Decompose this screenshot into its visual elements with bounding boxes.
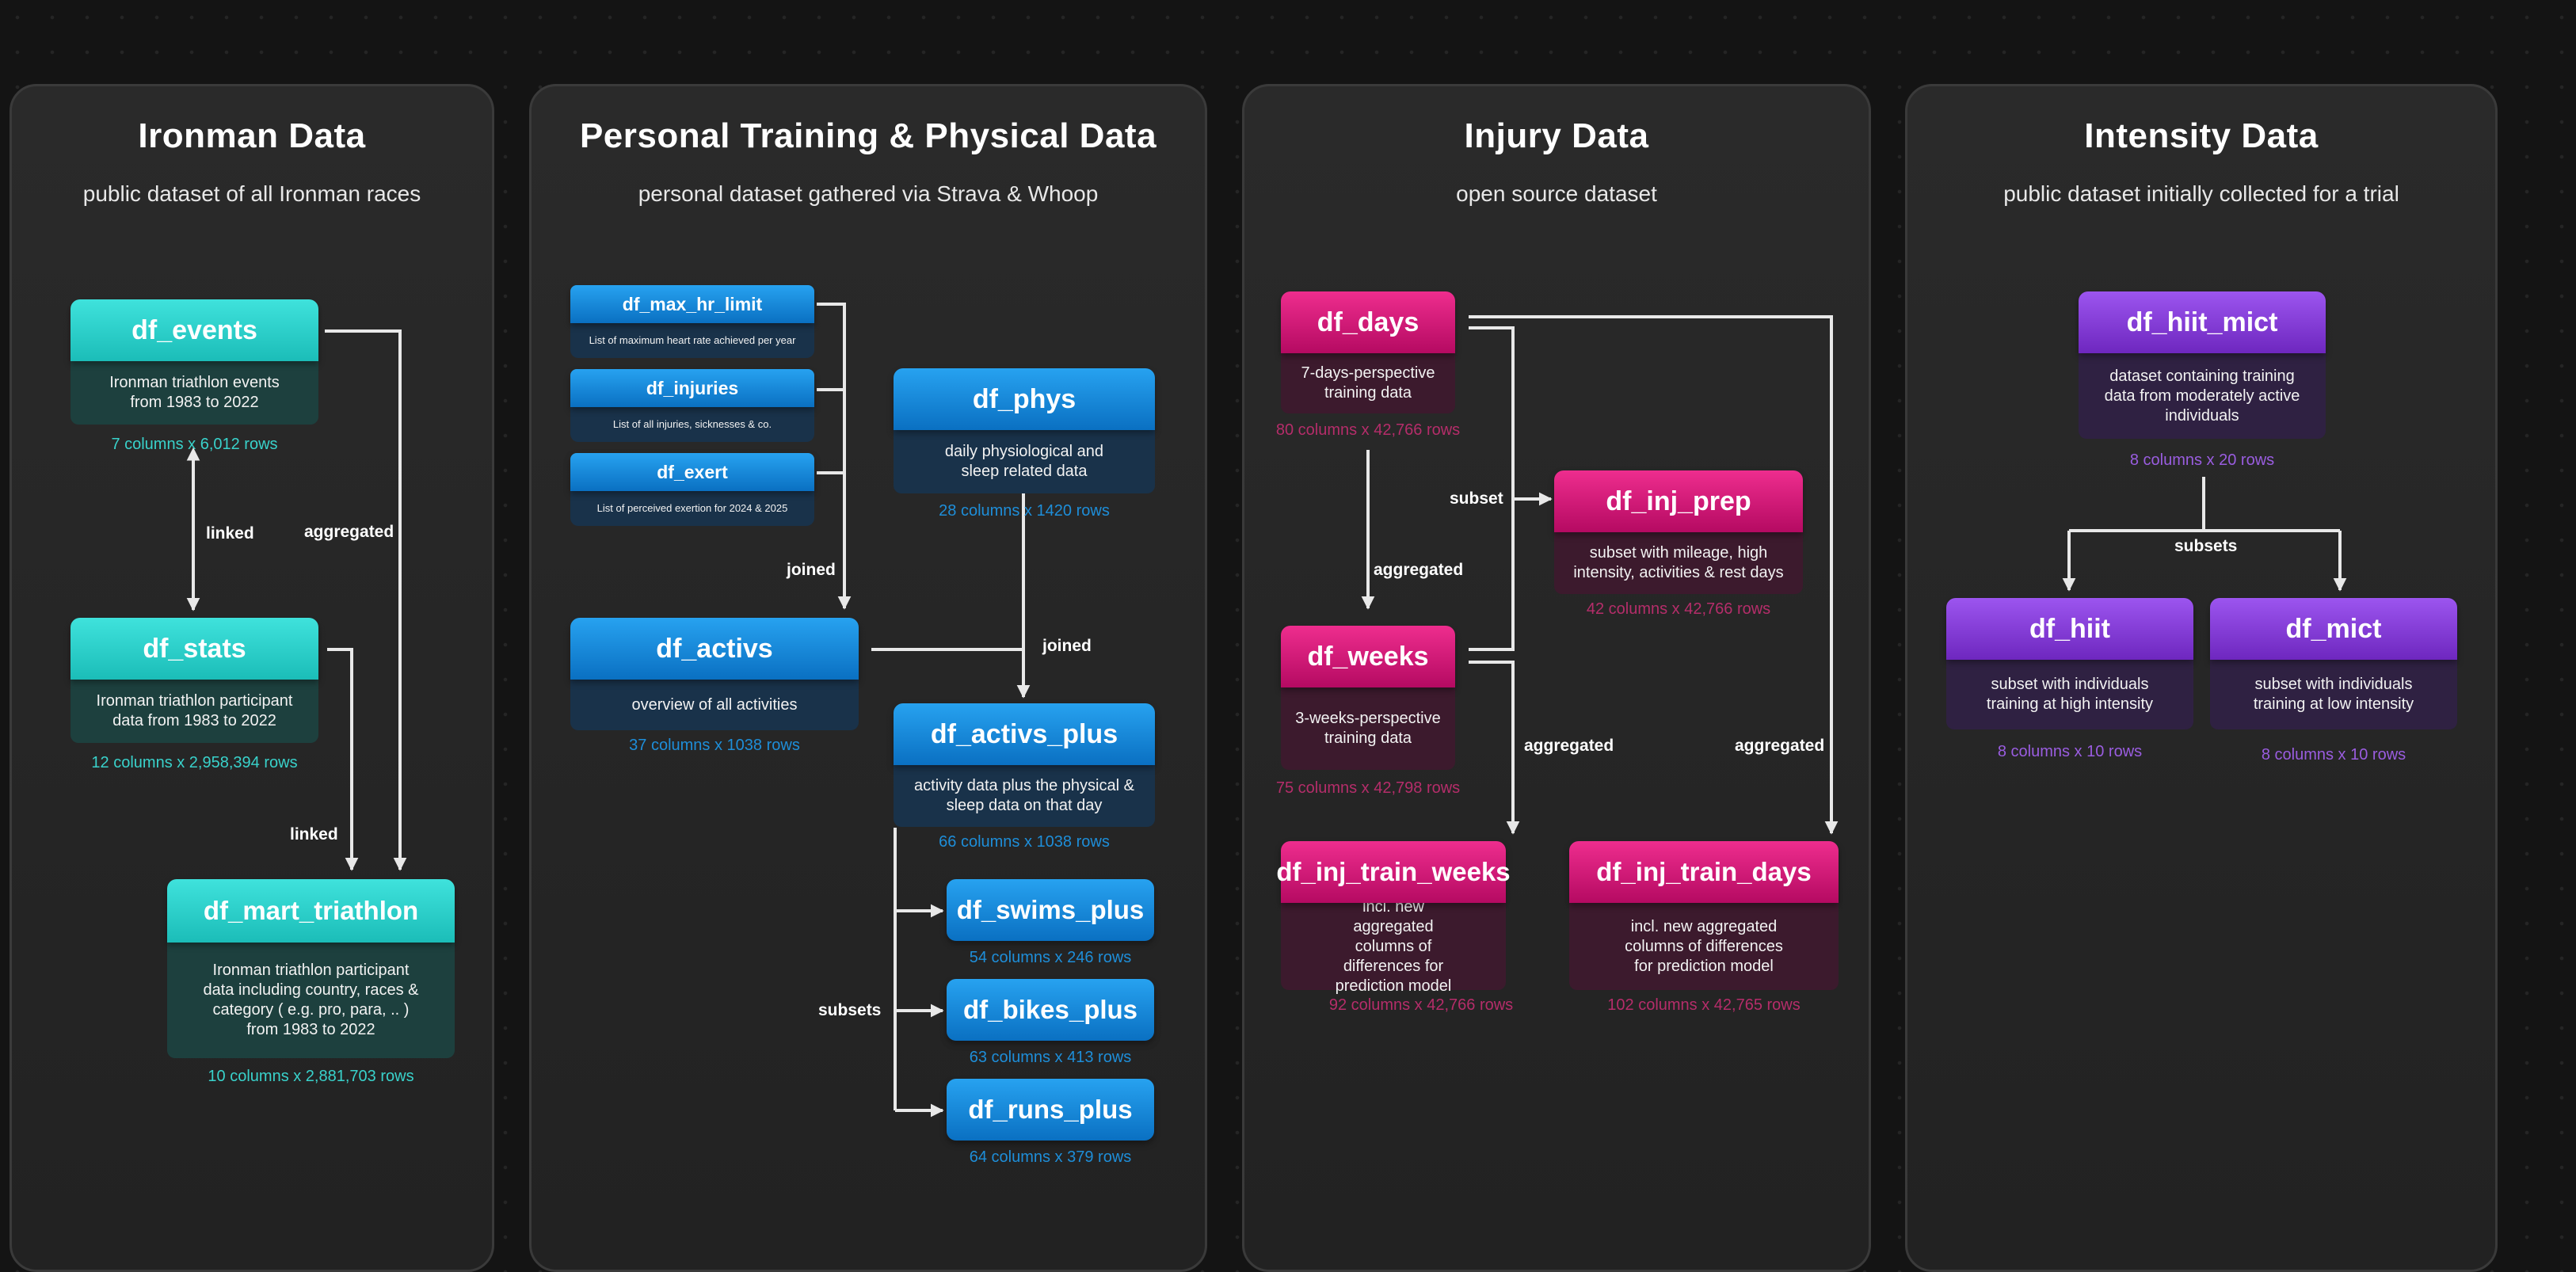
node-description: incl. new aggregated columns of differen…	[1569, 903, 1839, 990]
node-df-stats[interactable]: df_stats Ironman triathlon participant d…	[70, 618, 318, 743]
node-description: subset with individuals training at low …	[2210, 660, 2457, 729]
node-meta: 10 columns x 2,881,703 rows	[208, 1068, 414, 1085]
node-description: 3-weeks-perspective training data	[1281, 687, 1455, 770]
node-df-bikes-plus[interactable]: df_bikes_plus	[947, 979, 1154, 1041]
node-df-inj-train-days[interactable]: df_inj_train_days incl. new aggregated c…	[1569, 841, 1839, 990]
node-df-hiit[interactable]: df_hiit subset with individuals training…	[1946, 598, 2193, 729]
node-df-activs-plus[interactable]: df_activs_plus activity data plus the ph…	[894, 703, 1155, 827]
edge-label-joined: joined	[787, 561, 836, 579]
node-description: List of perceived exertion for 2024 & 20…	[570, 491, 814, 526]
edge-label-aggregated: aggregated	[1374, 561, 1464, 579]
panel-subtitle: public dataset of all Ironman races	[82, 181, 421, 206]
panel-title: Ironman Data	[138, 116, 366, 155]
panel-title: Injury Data	[1464, 116, 1649, 155]
node-meta: 8 columns x 10 rows	[1997, 743, 2143, 760]
panel-title: Intensity Data	[2084, 116, 2319, 155]
node-title: df_activs_plus	[894, 703, 1155, 765]
node-df-exert[interactable]: df_exert List of perceived exertion for …	[570, 453, 814, 526]
node-description: Ironman triathlon participant data from …	[70, 680, 318, 743]
edge-label-subsets: subsets	[2174, 537, 2238, 555]
node-description: dataset containing training data from mo…	[2079, 353, 2326, 439]
node-description: 7-days-perspective training data	[1281, 353, 1455, 413]
node-description: List of maximum heart rate achieved per …	[570, 323, 814, 358]
node-df-swims-plus[interactable]: df_swims_plus	[947, 879, 1154, 941]
panel-title: Personal Training & Physical Data	[579, 116, 1157, 155]
node-title: df_hiit	[1946, 598, 2193, 660]
node-df-mart-triathlon[interactable]: df_mart_triathlon Ironman triathlon part…	[167, 879, 455, 1058]
node-title: df_exert	[570, 453, 814, 491]
node-description: activity data plus the physical & sleep …	[894, 765, 1155, 827]
node-meta: 7 columns x 6,012 rows	[111, 436, 278, 453]
node-title: df_phys	[894, 368, 1155, 430]
node-title: df_hiit_mict	[2079, 291, 2326, 353]
node-df-inj-train-weeks[interactable]: df_inj_train_weeks incl. new aggregated …	[1276, 841, 1511, 995]
panel-subtitle: open source dataset	[1456, 181, 1657, 206]
node-description: overview of all activities	[570, 680, 859, 730]
node-meta: 12 columns x 2,958,394 rows	[91, 754, 298, 771]
node-title: df_mict	[2210, 598, 2457, 660]
node-df-days[interactable]: df_days 7-days-perspective training data	[1281, 291, 1455, 413]
node-title: df_events	[70, 299, 318, 361]
edge-label-joined: joined	[1042, 637, 1092, 655]
node-description: incl. new aggregated columns of differen…	[1281, 898, 1506, 995]
node-meta: 75 columns x 42,798 rows	[1275, 779, 1461, 797]
node-title: df_weeks	[1281, 626, 1455, 687]
node-description: daily physiological and sleep related da…	[894, 430, 1155, 493]
node-description: List of all injuries, sicknesses & co.	[570, 407, 814, 442]
node-df-weeks[interactable]: df_weeks 3-weeks-perspective training da…	[1281, 626, 1455, 770]
node-title: df_activs	[570, 618, 859, 680]
node-title: df_days	[1281, 291, 1455, 353]
node-meta: 80 columns x 42,766 rows	[1275, 421, 1461, 439]
node-meta: 63 columns x 413 rows	[969, 1049, 1132, 1066]
node-meta: 28 columns x 1420 rows	[939, 502, 1110, 520]
node-description: subset with mileage, high intensity, act…	[1554, 532, 1803, 594]
node-title: df_stats	[70, 618, 318, 680]
node-meta: 102 columns x 42,765 rows	[1607, 996, 1801, 1014]
node-meta: 66 columns x 1038 rows	[939, 833, 1110, 851]
node-title: df_swims_plus	[947, 879, 1154, 941]
node-meta: 8 columns x 10 rows	[2261, 746, 2406, 764]
node-meta: 8 columns x 20 rows	[2129, 451, 2275, 469]
edge-label-subset: subset	[1450, 489, 1503, 508]
node-description: Ironman triathlon participant data inclu…	[167, 943, 455, 1058]
panel-subtitle: public dataset initially collected for a…	[2003, 181, 2399, 206]
node-description: subset with individuals training at high…	[1946, 660, 2193, 729]
node-meta: 42 columns x 42,766 rows	[1586, 600, 1771, 618]
node-meta: 64 columns x 379 rows	[969, 1148, 1132, 1166]
node-title: df_mart_triathlon	[167, 879, 455, 943]
node-df-events[interactable]: df_events Ironman triathlon events from …	[70, 299, 318, 425]
edge-label-aggregated: aggregated	[1524, 737, 1614, 755]
node-df-hiit-mict[interactable]: df_hiit_mict dataset containing training…	[2079, 291, 2326, 439]
node-title: df_inj_prep	[1554, 470, 1803, 532]
panel-subtitle: personal dataset gathered via Strava & W…	[638, 181, 1099, 206]
node-df-injuries[interactable]: df_injuries List of all injuries, sickne…	[570, 369, 814, 442]
edge-label-aggregated: aggregated	[1735, 737, 1825, 755]
node-title: df_inj_train_days	[1569, 841, 1839, 903]
node-title: df_runs_plus	[947, 1079, 1154, 1141]
node-df-phys[interactable]: df_phys daily physiological and sleep re…	[894, 368, 1155, 493]
node-description: Ironman triathlon events from 1983 to 20…	[70, 361, 318, 425]
node-title: df_injuries	[570, 369, 814, 407]
node-title: df_max_hr_limit	[570, 285, 814, 323]
node-df-mict[interactable]: df_mict subset with individuals training…	[2210, 598, 2457, 729]
node-df-max-hr-limit[interactable]: df_max_hr_limit List of maximum heart ra…	[570, 285, 814, 358]
node-meta: 54 columns x 246 rows	[969, 949, 1132, 966]
edge-label-subsets: subsets	[818, 1001, 882, 1019]
node-meta: 37 columns x 1038 rows	[629, 737, 800, 754]
node-meta: 92 columns x 42,766 rows	[1328, 996, 1514, 1014]
edge-label-aggregated: aggregated	[304, 523, 394, 541]
node-df-runs-plus[interactable]: df_runs_plus	[947, 1079, 1154, 1141]
edge-label-linked: linked	[290, 825, 338, 844]
node-title: df_bikes_plus	[947, 979, 1154, 1041]
node-df-inj-prep[interactable]: df_inj_prep subset with mileage, high in…	[1554, 470, 1803, 594]
node-df-activs[interactable]: df_activs overview of all activities	[570, 618, 859, 730]
edge-label-linked: linked	[206, 524, 254, 543]
node-title: df_inj_train_weeks	[1276, 841, 1511, 903]
